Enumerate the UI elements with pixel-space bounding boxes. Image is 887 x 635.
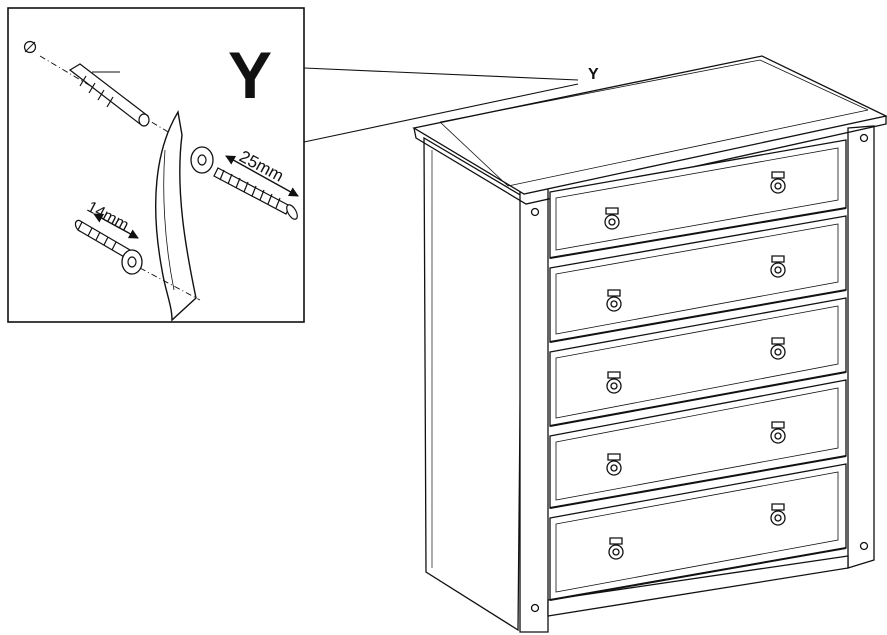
dim-arrow-long xyxy=(225,155,299,197)
drawer xyxy=(549,379,847,509)
dim-arrow-short xyxy=(93,213,139,239)
ring-handle-icon xyxy=(770,255,786,278)
chest-side-panel xyxy=(423,136,523,632)
ring-handle-icon xyxy=(606,371,622,394)
drawer xyxy=(549,297,847,427)
inset-big-label: Y xyxy=(228,38,272,112)
centre-line xyxy=(139,267,201,301)
ring-handle-icon xyxy=(606,289,622,312)
callout-leaders xyxy=(303,67,579,143)
washer-icon xyxy=(121,249,143,275)
drawer xyxy=(549,215,847,343)
wall-plug-icon xyxy=(68,63,150,127)
ring-handle-icon xyxy=(770,337,786,360)
ring-handle-icon xyxy=(770,421,786,444)
front-left-stile xyxy=(519,187,549,633)
anti-tip-bracket xyxy=(155,110,197,322)
ring-handle-icon xyxy=(604,207,620,230)
drawer xyxy=(549,463,847,601)
drawer xyxy=(549,139,847,259)
callout-label: Y xyxy=(588,66,599,83)
ring-handle-icon xyxy=(606,453,622,476)
front-right-stile xyxy=(847,125,875,569)
detail-inset: Y xyxy=(7,7,305,323)
ring-handle-icon xyxy=(770,171,786,194)
ring-handle-icon xyxy=(770,503,786,526)
washer-icon xyxy=(190,146,214,174)
bottom-rail xyxy=(547,555,849,617)
ring-handle-icon xyxy=(608,537,624,560)
chest-of-drawers xyxy=(412,55,887,633)
drill-target-icon xyxy=(23,40,37,54)
